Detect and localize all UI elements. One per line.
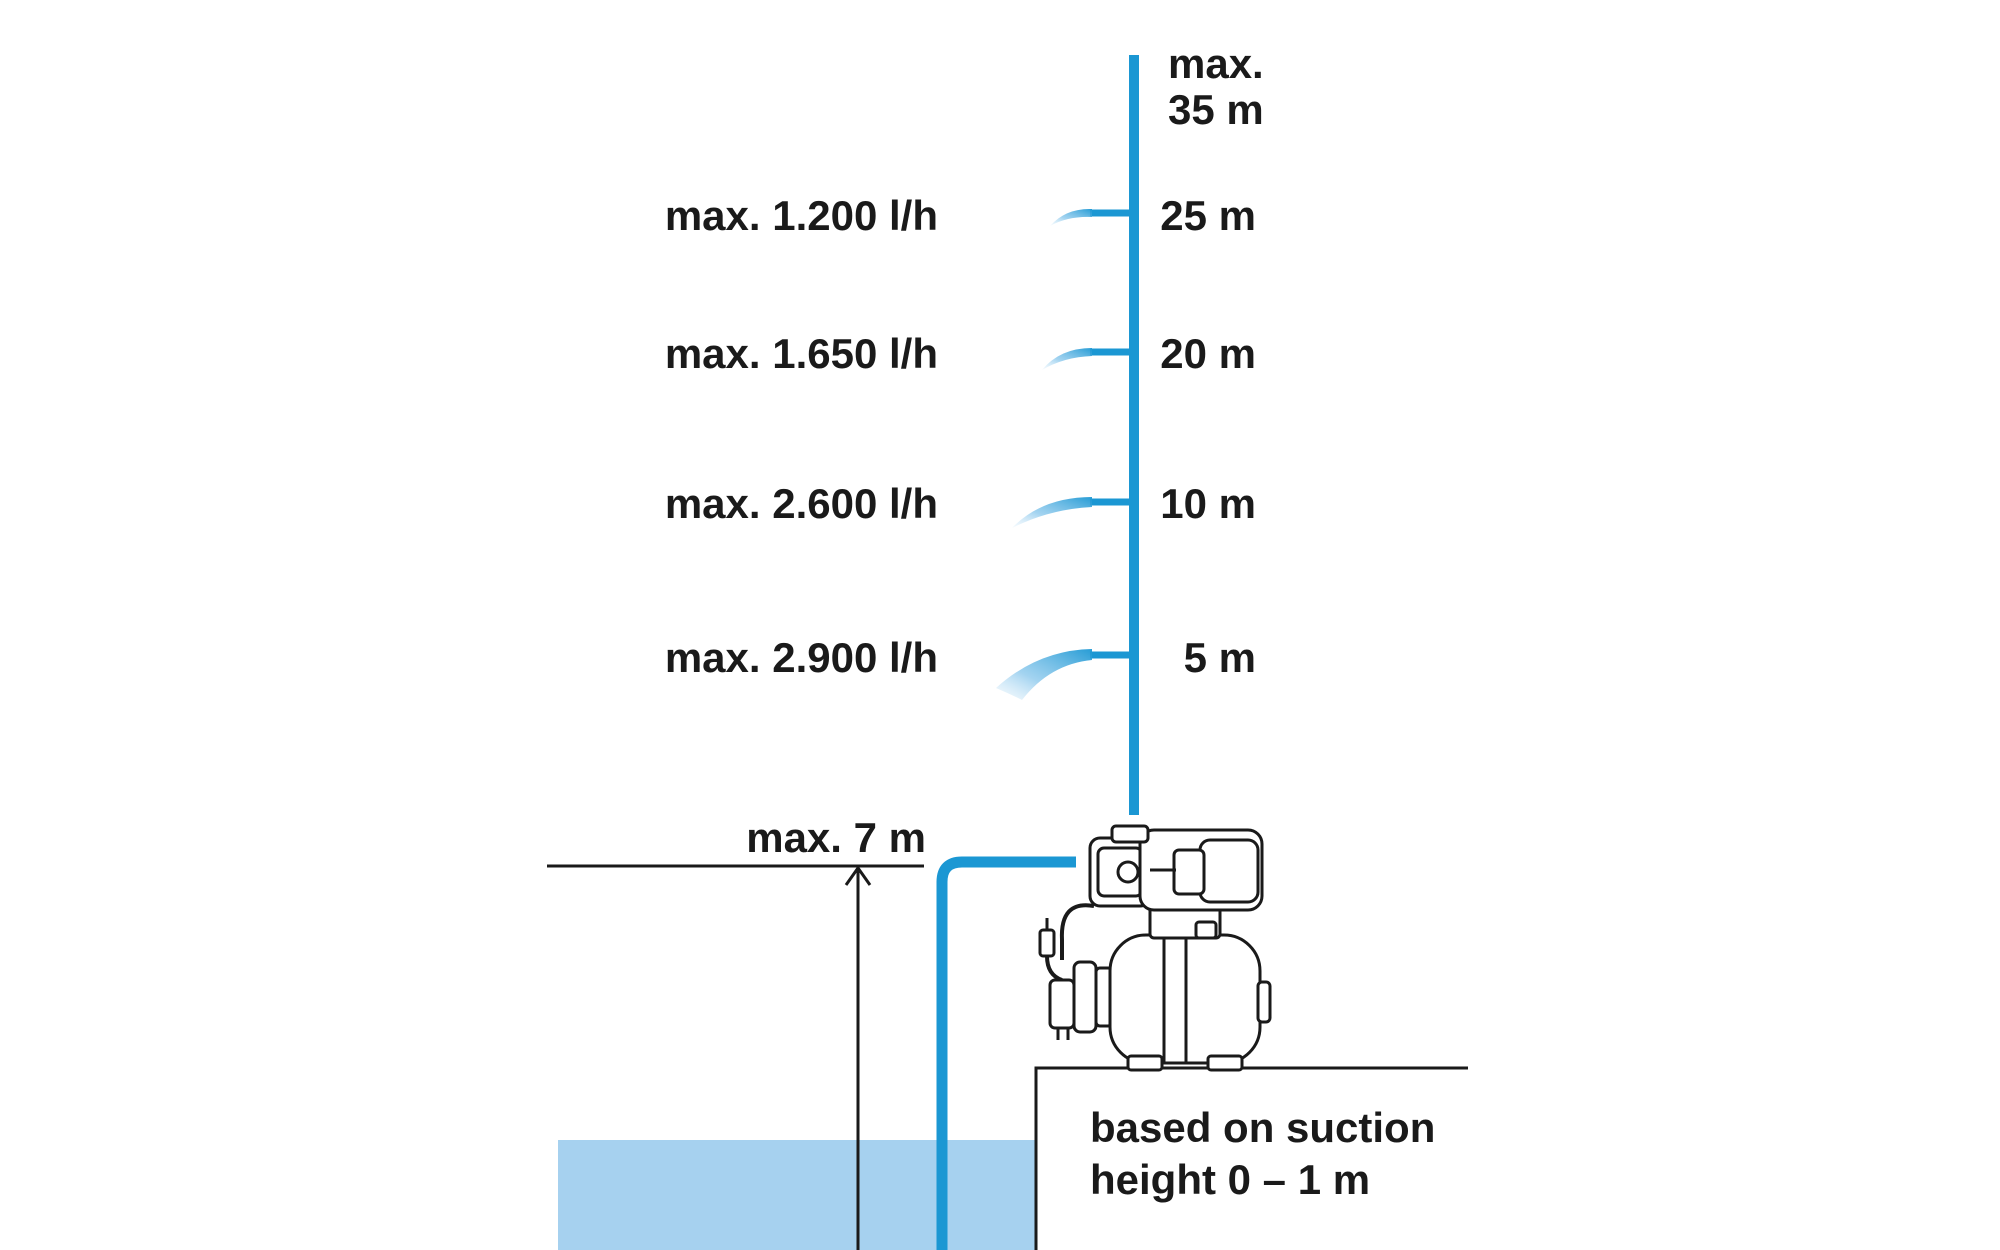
water-spray-icon	[1012, 497, 1092, 528]
water-spray-icon	[1042, 348, 1092, 370]
water-spray-icon	[996, 649, 1092, 700]
water-reservoir	[558, 1140, 1036, 1250]
max-height-label-line1: max.	[1168, 40, 1264, 87]
outlet-5m	[996, 649, 1134, 700]
height-label-25m: 25 m	[1160, 192, 1256, 239]
note-line1: based on suction	[1090, 1104, 1435, 1151]
max-height-label-line2: 35 m	[1168, 86, 1264, 133]
height-label-20m: 20 m	[1160, 330, 1256, 377]
suction-max-label: max. 7 m	[746, 814, 926, 861]
suction-pipe	[936, 856, 1076, 1250]
flow-label-20m: max. 1.650 l/h	[665, 330, 938, 377]
outlet-20m	[1042, 348, 1134, 370]
pump-ledge	[1034, 1066, 1468, 1250]
flow-label-5m: max. 2.900 l/h	[665, 634, 938, 681]
flow-label-10m: max. 2.600 l/h	[665, 480, 938, 527]
suction-height-arrow	[844, 865, 872, 1250]
flow-label-25m: max. 1.200 l/h	[665, 192, 938, 239]
height-label-10m: 10 m	[1160, 480, 1256, 527]
height-label-5m: 5 m	[1184, 634, 1256, 681]
outlet-25m	[1050, 208, 1134, 226]
pressure-tank-pump-icon	[1038, 824, 1272, 1072]
note-line2: height 0 – 1 m	[1090, 1156, 1370, 1203]
water-spray-icon	[1050, 208, 1092, 226]
outlet-10m	[1012, 497, 1134, 528]
